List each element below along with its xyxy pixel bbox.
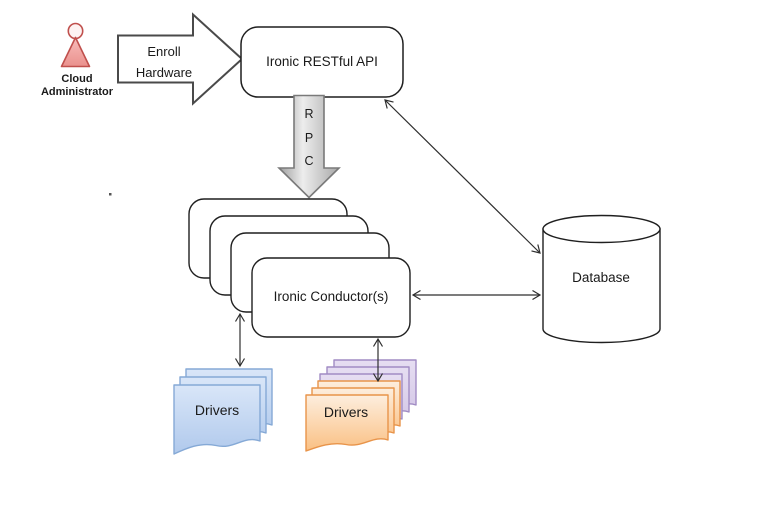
arrowhead-icon xyxy=(384,99,394,109)
ironic-api-node: Ironic RESTful API xyxy=(240,26,404,98)
database-cylinder-top xyxy=(542,214,661,244)
rpc-letter-c: C xyxy=(304,154,313,168)
arrowhead-icon xyxy=(234,358,246,368)
conductor-label: Ironic Conductor(s) xyxy=(274,289,389,304)
cloud-admin-head-icon xyxy=(67,22,84,40)
conductor-drivers-orange-arrow xyxy=(372,337,384,383)
rpc-letter-r: R xyxy=(304,107,313,121)
arrowhead-icon xyxy=(372,373,384,383)
arrowhead-icon xyxy=(531,244,541,254)
conductor-drivers-blue-arrow xyxy=(234,312,246,368)
enroll-arrow-shape xyxy=(117,12,244,106)
conductor-box-front xyxy=(251,257,411,338)
stray-dot xyxy=(109,193,112,196)
enroll-hardware-arrow: Enroll Hardware xyxy=(117,12,244,106)
rpc-letter-p: P xyxy=(305,131,313,145)
drivers-orange-doc-front xyxy=(305,394,389,452)
conductor-database-arrow xyxy=(411,289,542,301)
database-label: Database xyxy=(572,270,630,285)
cloud-admin-body-icon xyxy=(60,36,91,68)
drivers-orange-label: Drivers xyxy=(324,404,368,420)
arrowhead-icon xyxy=(234,312,246,322)
drivers-blue-doc-front xyxy=(173,384,261,455)
api-database-arrow xyxy=(384,99,541,254)
arrowhead-icon xyxy=(532,289,542,301)
rpc-arrow: R P C xyxy=(277,94,341,199)
arrowhead-icon xyxy=(372,337,384,347)
database-node: Database xyxy=(542,214,661,344)
drivers-blue-stack: Drivers xyxy=(173,368,273,455)
conductor-stack: Ironic Conductor(s) xyxy=(188,198,411,338)
enroll-label-line2: Hardware xyxy=(136,65,192,80)
ironic-api-label: Ironic RESTful API xyxy=(266,54,378,69)
arrowhead-icon xyxy=(411,289,421,301)
cloud-admin-label-line2: Administrator xyxy=(41,86,114,98)
drivers-orange-stack: Drivers xyxy=(305,359,417,452)
enroll-label-line1: Enroll xyxy=(147,44,180,59)
api-database-line xyxy=(384,99,541,254)
rpc-arrow-shape xyxy=(277,94,341,199)
database-cylinder-body xyxy=(542,228,661,344)
drivers-blue-label: Drivers xyxy=(195,402,239,418)
cloud-admin-label-line1: Cloud xyxy=(61,73,92,85)
cloud-admin-actor: Cloud Administrator xyxy=(41,22,114,98)
